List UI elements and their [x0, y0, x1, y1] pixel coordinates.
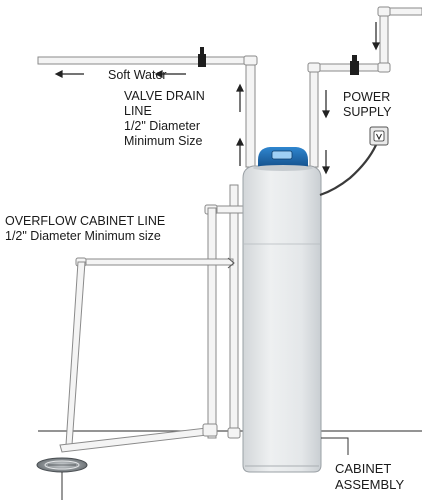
soft-water-label: Soft Water [108, 68, 167, 83]
drain-grate-icon [36, 457, 88, 500]
cabinet-assembly-label: CABINET ASSEMBLY [335, 461, 404, 493]
valve-drain-pipe [227, 184, 241, 439]
outlet-icon [369, 126, 389, 146]
power-supply-label: POWER SUPPLY [343, 90, 391, 120]
overflow-cabinet-line-label: OVERFLOW CABINET LINE 1/2" Diameter Mini… [5, 214, 165, 244]
cabinet-leader-line [321, 437, 349, 455]
valve-icon [350, 55, 359, 75]
arrow-icon [54, 22, 380, 175]
power-cable [319, 144, 377, 197]
overflow-text-1: OVERFLOW CABINET LINE [5, 214, 166, 228]
valve-drain-text-1: VALVE DRAIN [124, 89, 205, 103]
supply-pipe [307, 6, 422, 168]
valve-drain-line-label: VALVE DRAIN LINE 1/2" Diameter Minimum S… [124, 89, 205, 149]
valve-drain-text-2: LINE [124, 104, 152, 118]
cable-clip [227, 257, 235, 269]
power-supply-text-1: POWER [343, 90, 391, 104]
valve-icon [198, 47, 206, 67]
soft-water-text: Soft Water [108, 68, 167, 82]
overflow-text-2: 1/2" Diameter Minimum size [5, 229, 161, 243]
control-head [253, 147, 313, 171]
cabinet-text-2: ASSEMBLY [335, 477, 405, 492]
overflow-pipe [59, 204, 251, 453]
softener-cabinet [242, 165, 322, 473]
cabinet-text-1: CABINET [335, 461, 392, 476]
valve-drain-text-3: 1/2" Diameter [124, 119, 200, 133]
valve-drain-text-4: Minimum Size [124, 134, 203, 148]
power-supply-text-2: SUPPLY [343, 105, 392, 119]
